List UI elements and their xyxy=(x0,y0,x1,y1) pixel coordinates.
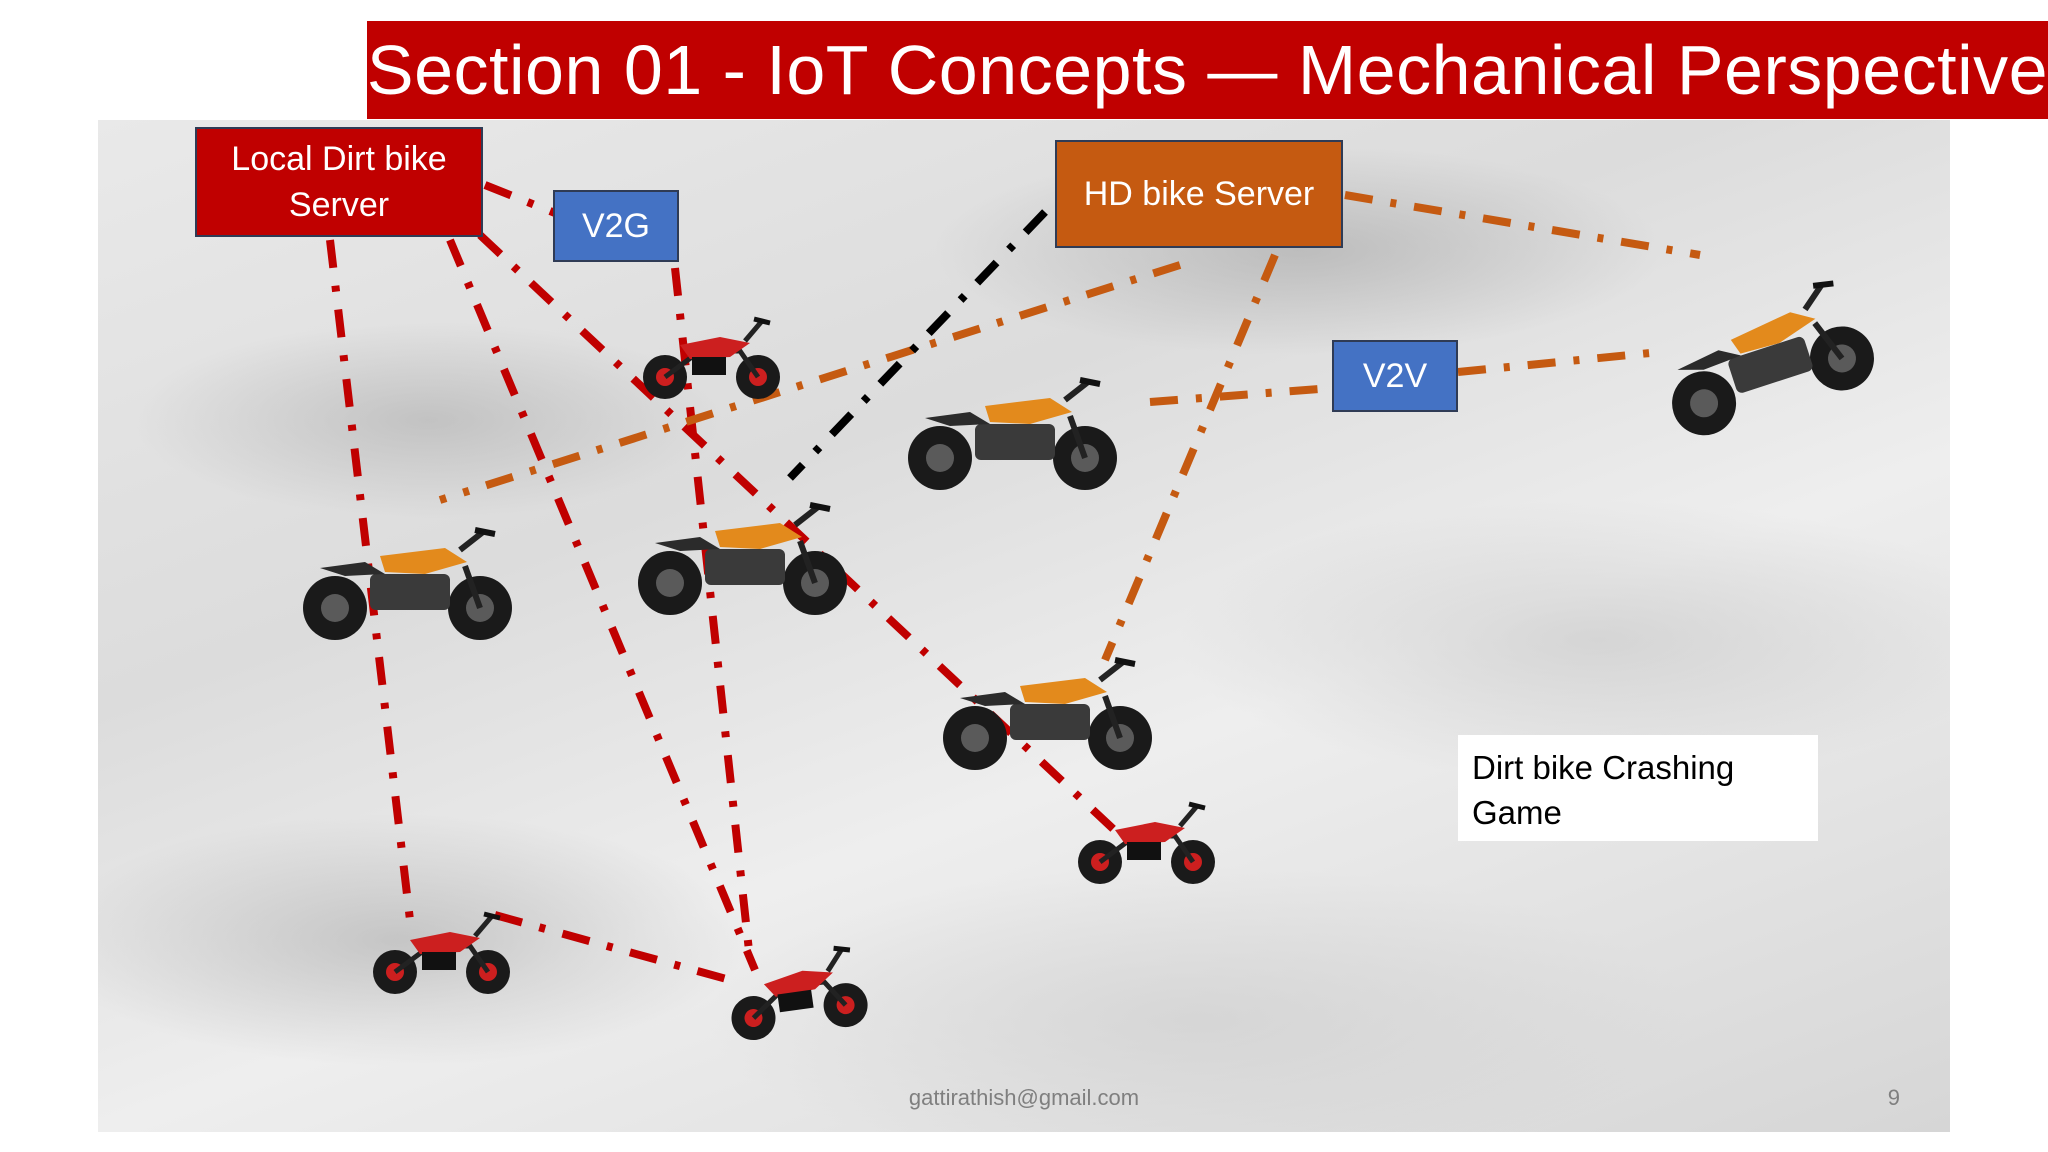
electric-motorcycle-icon xyxy=(638,505,847,615)
link-local-to-dirtbike-1 xyxy=(326,239,414,921)
link-local-to-dirtbike-3 xyxy=(477,232,1128,843)
v2g-box: V2G xyxy=(553,190,679,262)
link-local-to-v2g xyxy=(483,181,562,219)
local-dirt-bike-server-box: Local Dirt bike Server xyxy=(195,127,483,237)
electric-motorcycle-icon xyxy=(1650,274,1883,443)
caption-dirt-bike-crashing-game: Dirt bike Crashing Game xyxy=(1458,735,1818,841)
v2v-box: V2V xyxy=(1332,340,1458,412)
link-v2v-to-far-bike xyxy=(1457,348,1661,376)
electric-motorcycle-icon xyxy=(943,660,1152,770)
link-v2g-to-dirtbike xyxy=(671,267,754,961)
electric-motorcycle-icon xyxy=(303,530,512,640)
link-hd-to-left-bike xyxy=(438,261,1182,504)
link-hd-to-center-bike xyxy=(787,209,1048,481)
slide-title: Section 01 - IoT Concepts — Mechanical P… xyxy=(367,21,2048,119)
page-number: 9 xyxy=(1887,1085,1900,1110)
link-hd-to-far-bike xyxy=(1344,191,1701,259)
dirt-bike-icon xyxy=(724,945,871,1043)
link-dirtbike-to-dirtbike xyxy=(493,911,732,984)
link-bike-to-v2v xyxy=(1149,384,1333,406)
dirt-bike-icon xyxy=(373,914,510,994)
footer-email: gattirathish@gmail.com xyxy=(908,1085,1140,1110)
hd-bike-server-box: HD bike Server xyxy=(1055,140,1343,248)
electric-motorcycle-icon xyxy=(908,380,1117,490)
link-hd-to-lower-bike xyxy=(1101,253,1279,662)
dirt-bike-icon xyxy=(643,319,780,399)
